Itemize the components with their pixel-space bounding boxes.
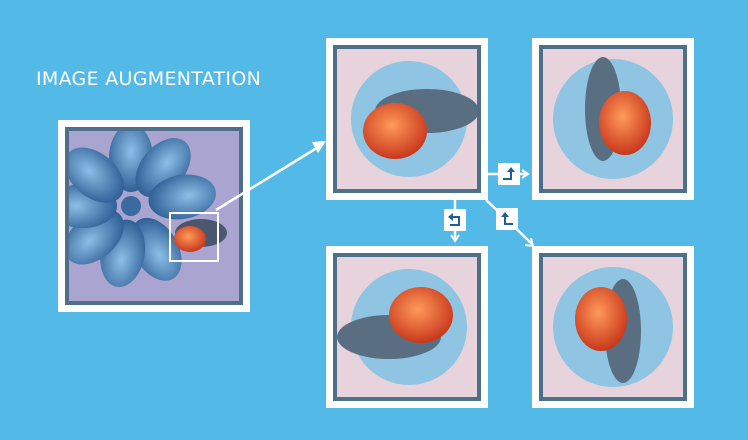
- tissue-cluster-illustration: [69, 131, 227, 287]
- turn-left-arrow-icon: [448, 213, 460, 226]
- turn-up-left-arrow-icon: [501, 212, 513, 225]
- source-image-frame: [58, 120, 250, 312]
- augmented-image: [333, 45, 481, 193]
- tumor-closeup-illustration: [553, 57, 673, 179]
- rotate-right-badge: [498, 163, 520, 185]
- augmented-image: [539, 45, 687, 193]
- augmented-image-flip: [532, 246, 694, 408]
- turn-up-right-arrow-icon: [503, 167, 515, 180]
- augmented-image: [333, 253, 481, 401]
- tumor-closeup-illustration: [337, 269, 467, 385]
- augmented-image: [539, 253, 687, 401]
- augmented-image-rotate-right: [532, 38, 694, 200]
- tumor-closeup-illustration: [351, 61, 477, 177]
- rotate-left-badge: [444, 209, 466, 231]
- source-image: [65, 127, 243, 305]
- tumor-closeup-illustration: [553, 267, 673, 387]
- flip-badge: [496, 208, 518, 230]
- augmented-image-crop: [326, 38, 488, 200]
- diagram-title: IMAGE AUGMENTATION: [36, 68, 262, 90]
- augmented-image-rotate-left: [326, 246, 488, 408]
